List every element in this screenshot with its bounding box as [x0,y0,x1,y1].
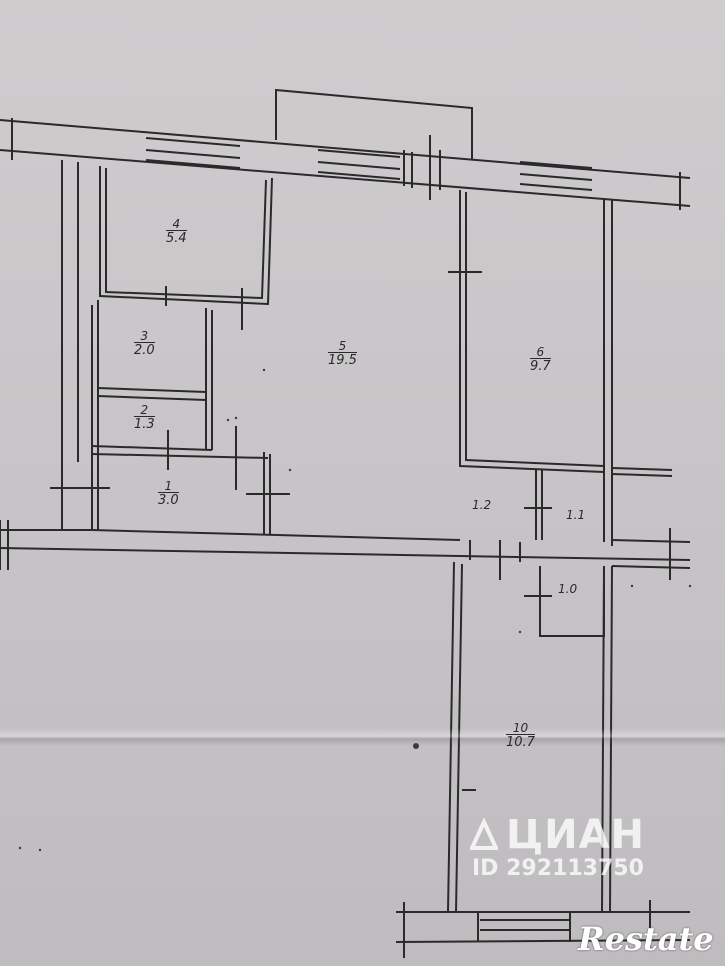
paper-fold [0,728,725,746]
closet-1-0-walls [539,566,605,637]
watermark-brand: ЦИАН [506,812,646,858]
watermark-listing-id: ID 292113750 [472,856,644,881]
closet-1-0-area: 1.0 [558,582,578,596]
pencil-specks [18,368,692,852]
cian-logo-icon [470,818,498,850]
room-4-walls [99,166,273,306]
room-6-walls [459,190,605,473]
top-windows [145,135,593,200]
closet-1-2-area: 1.2 [472,498,492,512]
room-10-walls [447,561,455,913]
restate-logo: Restate [578,920,714,958]
balcony-outline [275,88,473,160]
top-wall-outer [0,119,691,179]
closet-1-1-area: 1.1 [566,508,586,522]
